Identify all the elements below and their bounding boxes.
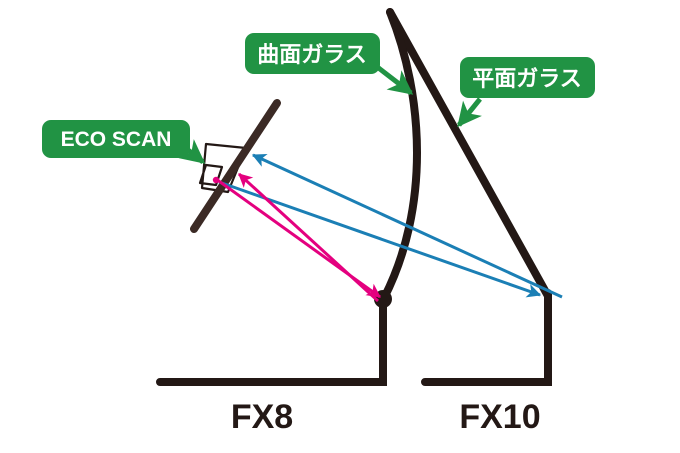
blue-ray-outgoing <box>218 180 542 298</box>
magenta-ray-incoming <box>237 172 380 303</box>
blue-ray-incoming <box>251 153 563 299</box>
flat-glass-callout-label: 平面ガラス <box>472 66 582 91</box>
model-label-fx8: FX8 <box>231 398 293 436</box>
curved-glass-callout-label: 曲面ガラス <box>257 42 367 67</box>
flat-glass-pointer-arrow <box>457 97 482 128</box>
callout-flat-glass[interactable]: 平面ガラス <box>457 57 595 128</box>
flat-glass-callout-box <box>460 57 595 98</box>
model-label-fx10: FX10 <box>459 398 540 436</box>
scanner-panel-group <box>190 99 281 233</box>
blue-beam-group <box>218 153 563 299</box>
eco-scan-sensor-head <box>198 142 248 194</box>
eco-scan-callout-label: ECO SCAN <box>61 128 172 151</box>
callout-eco-scan[interactable]: ECO SCAN <box>42 120 206 164</box>
eco-scan-callout-box <box>42 120 190 158</box>
curved-glass-line <box>380 8 421 302</box>
magenta-beam-group <box>215 172 381 303</box>
fx10-stand <box>421 289 552 386</box>
callout-curved-glass[interactable]: 曲面ガラス <box>245 33 414 95</box>
flat-glass-line <box>386 8 552 300</box>
fx10-assembly <box>386 8 552 386</box>
curved-glass-callout-box <box>245 33 380 74</box>
fx8-stand <box>156 292 387 386</box>
scanner-panel <box>190 99 281 233</box>
curved-glass-pointer-arrow <box>374 64 414 95</box>
